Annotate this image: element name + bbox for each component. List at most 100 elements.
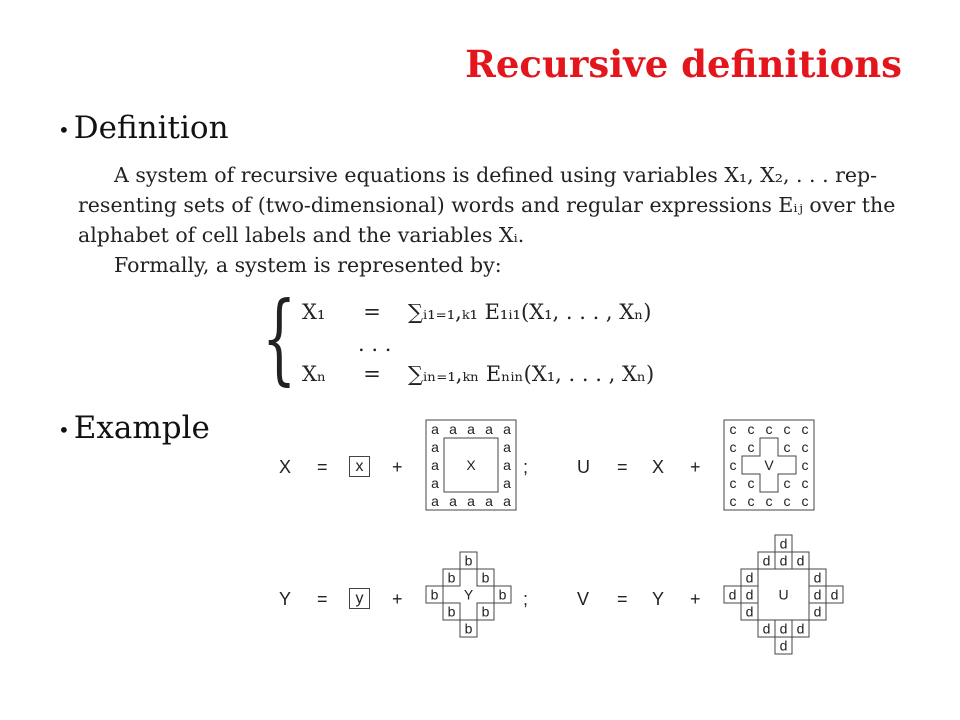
bullet-dot: • [58, 117, 70, 142]
grid-d-cell: d [814, 604, 822, 620]
grid-b-cell: b [465, 621, 473, 637]
para-line-1: A system of recursive equations is defin… [114, 163, 878, 187]
row1-eq: = [363, 300, 381, 324]
grid-c-cell: c [748, 475, 755, 491]
grid-b-cell: b [482, 604, 490, 620]
grid-a-cell: a [503, 457, 511, 473]
grid-c-center: V [764, 457, 774, 473]
eq1-sep: ; [523, 457, 529, 477]
grid-d-cell: d [814, 587, 822, 603]
grid-c-cell: c [802, 493, 809, 509]
grid-b-cell: b [482, 570, 490, 586]
grid-b-box [476, 602, 495, 621]
rown-eq: = [363, 362, 381, 386]
bullet-definition: •Definition [58, 110, 229, 146]
grid-d-cell: d [780, 553, 788, 569]
grid-c-hole [741, 437, 797, 493]
eq3-sep: ; [523, 589, 529, 609]
grid-a-cell: a [431, 493, 439, 509]
grid-b-box [442, 568, 461, 587]
bullet-example-label: Example [73, 410, 210, 446]
grid-a-cell: a [485, 493, 493, 509]
grid-b-box [459, 619, 478, 638]
grid-c-cell: c [730, 475, 737, 491]
grid-d-box [808, 602, 827, 621]
grid-d-cell: d [797, 553, 805, 569]
eq2-plus: + [690, 457, 701, 477]
grid-c-cell: c [748, 421, 755, 437]
grid-b-cell: b [431, 587, 439, 603]
grid-c-cell: c [766, 421, 773, 437]
rown-lhs: Xₙ [302, 362, 327, 386]
eq4-plus: + [690, 589, 701, 609]
grid-a-cell: a [503, 493, 511, 509]
definition-paragraph: A system of recursive equations is defin… [78, 160, 918, 280]
grid-a-cell: a [467, 421, 475, 437]
grid-a-cell: a [503, 439, 511, 455]
grid-c-cell: c [784, 421, 791, 437]
slide-title: Recursive definitions [465, 42, 902, 86]
row1-lhs: X₁ [302, 300, 326, 324]
eq3-plus: + [392, 589, 403, 609]
grid-d-cell: d [780, 536, 788, 552]
grid-a-cell: a [431, 475, 439, 491]
eq4-lhs: V [577, 589, 590, 609]
grid-a-cell: a [467, 493, 475, 509]
grid-c-frame [723, 419, 815, 511]
eq1-cell: x [349, 456, 370, 477]
system-dots: . . . [358, 332, 392, 356]
grid-b-cell: b [465, 553, 473, 569]
grid-a-frame [425, 419, 517, 511]
grid-d-cell: d [746, 570, 754, 586]
grid-d-cell: d [814, 570, 822, 586]
grid-c-cell: c [730, 457, 737, 473]
bullet-definition-label: Definition [73, 110, 229, 146]
grid-d-cell: d [797, 621, 805, 637]
row1-rhs: ∑ᵢ₁₌₁,ₖ₁ E₁ᵢ₁(X₁, . . . , Xₙ) [408, 300, 652, 324]
grid-a-cell: a [449, 421, 457, 437]
grid-d-cell: d [780, 621, 788, 637]
eq3-lhs: Y [279, 589, 292, 609]
rown-rhs: ∑ᵢₙ₌₁,ₖₙ Eₙᵢₙ(X₁, . . . , Xₙ) [408, 362, 655, 386]
grid-d-cell: d [746, 604, 754, 620]
grid-b-box [493, 585, 512, 604]
grid-c-cell: c [784, 493, 791, 509]
para-line-4: Formally, a system is represented by: [114, 253, 502, 277]
grid-c-cell: c [784, 439, 791, 455]
grid-a-center: X [466, 457, 476, 473]
grid-b-cell: b [499, 587, 507, 603]
grid-d-box [791, 551, 810, 570]
equation-system: { X₁=∑ᵢ₁₌₁,ₖ₁ E₁ᵢ₁(X₁, . . . , Xₙ) . . .… [262, 290, 732, 402]
grid-c-cell: c [748, 493, 755, 509]
eq2-eq: = [617, 457, 628, 477]
eq3-cell: y [349, 588, 370, 609]
grid-b-box [442, 602, 461, 621]
grid-b-box [459, 551, 478, 570]
grid-c-cell: c [802, 421, 809, 437]
grid-c-cell: c [766, 493, 773, 509]
system-row-1: X₁ = ∑ᵢ₁₌₁,ₖ₁ E₁ᵢ₁(X₁, . . . , Xₙ) [302, 300, 652, 324]
grid-d-box [791, 619, 810, 638]
para-line-3: alphabet of cell labels and the variable… [78, 223, 525, 247]
grid-b-cell: b [448, 604, 456, 620]
grid-d-center: U [778, 587, 788, 603]
grid-c-cell: c [802, 475, 809, 491]
grid-a-cell: a [485, 421, 493, 437]
left-brace-icon: { [262, 282, 297, 396]
bullet-example: •Example [58, 410, 210, 446]
grid-a-cell: a [431, 439, 439, 455]
para-line-2: resenting sets of (two-dimensional) word… [78, 193, 896, 217]
eq4-eq: = [617, 589, 628, 609]
grid-d-box [825, 585, 844, 604]
grid-c-cell: c [802, 439, 809, 455]
grid-d-box [774, 636, 793, 655]
grid-b-box [476, 568, 495, 587]
grid-a-cell: a [431, 457, 439, 473]
grid-d-cell: d [729, 587, 737, 603]
grid-b-cell: b [448, 570, 456, 586]
eq3-eq: = [317, 589, 328, 609]
eq1-eq: = [317, 457, 328, 477]
grid-c-cell: c [748, 439, 755, 455]
